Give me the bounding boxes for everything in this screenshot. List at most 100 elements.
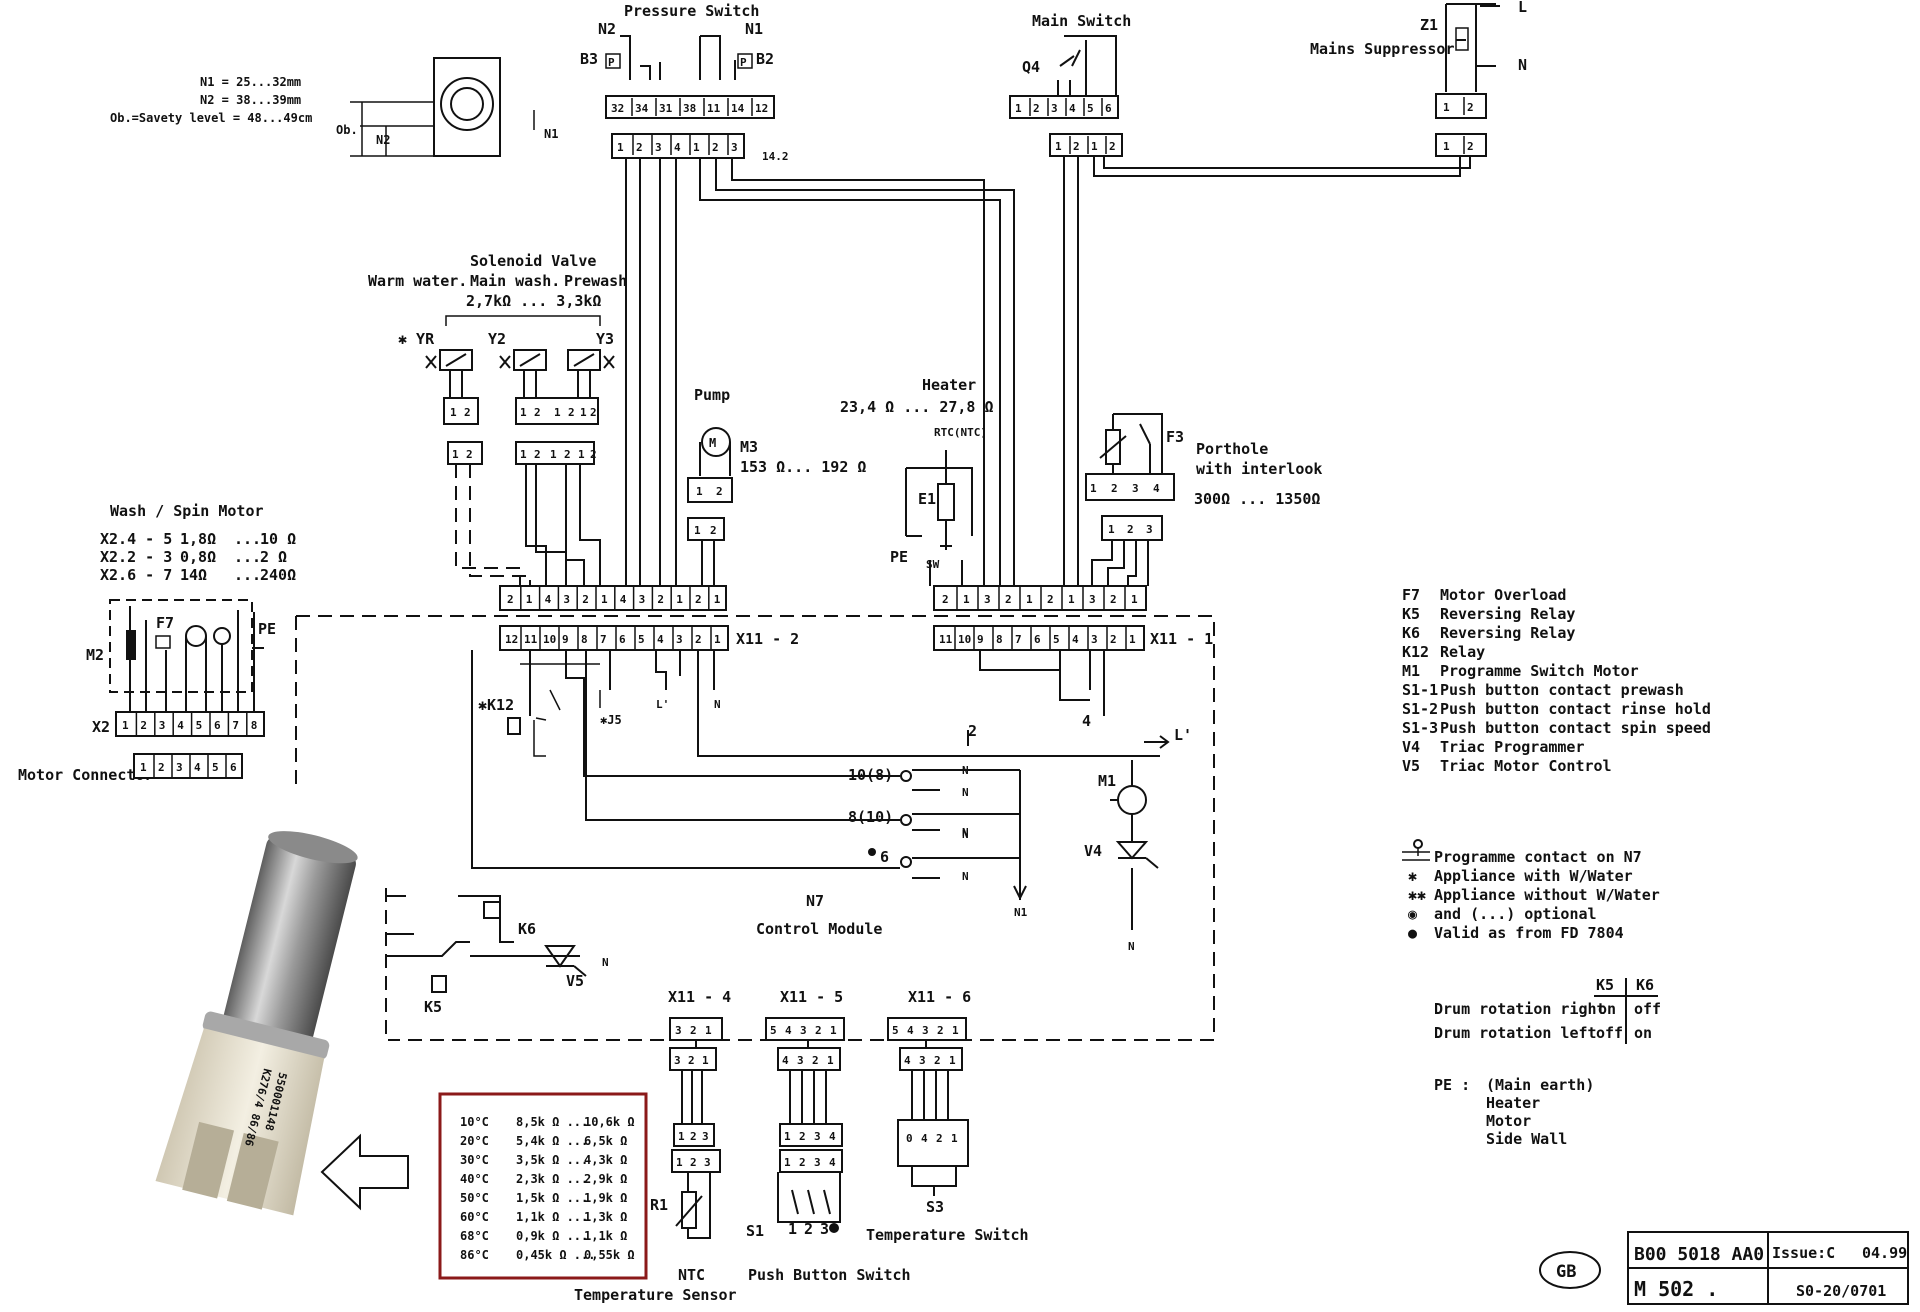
triac-v5-label: V5 [566, 972, 584, 990]
porthole-pin: 1 [1090, 482, 1097, 495]
connector-pin: 4 [1069, 102, 1076, 115]
motor-winding-pin: X2.2 - 3 [100, 548, 172, 566]
mains-suppressor-ref: Z1 [1420, 16, 1438, 34]
x11-6-lower-pin: 2 [934, 1054, 941, 1067]
legend-code: S1-3 [1402, 719, 1438, 737]
legend-code: V4 [1402, 738, 1420, 756]
x11-5-header [765, 1017, 845, 1041]
heater-pe-label: PE [890, 548, 908, 566]
ntc-max: 1,3k Ω [584, 1210, 627, 1224]
x11-4-pin: 2 [690, 1024, 697, 1037]
motor-connector-plug [133, 753, 243, 779]
x2-pin: 4 [177, 719, 184, 732]
pump-ref: M3 [740, 438, 758, 456]
x2-pin: 3 [159, 719, 166, 732]
legend-desc: Push button contact prewash [1440, 681, 1684, 699]
solenoid-plug-pin: 2 [534, 448, 541, 461]
porthole-title: Porthole [1196, 440, 1268, 458]
x11-2-plug-pin: 4 [620, 593, 627, 606]
porthole-pin: 4 [1153, 482, 1160, 495]
main-switch-plug [1049, 133, 1123, 157]
control-module-n7: N7 [806, 892, 824, 910]
pump-title: Pump [694, 386, 730, 404]
x11-1-pin: 8 [996, 633, 1003, 646]
control-module-internals: ✱K12 ✱J5 L' N 10(8) 8(10) 6 N N N N N 2 … [386, 650, 1192, 1016]
x11-2-pin: 9 [562, 633, 569, 646]
connector-pin: 31 [659, 102, 673, 115]
jumper-j5-label: ✱J5 [600, 713, 622, 727]
n-label-6: N [962, 826, 969, 839]
mains-l-label: L [1518, 0, 1527, 16]
push-s1-label: S1 [746, 1222, 764, 1240]
pe-note: PE : (Main earth) Heater Motor Side Wall [1434, 1076, 1594, 1148]
connector-pin: 2 [1467, 101, 1474, 114]
solenoid-valves: Solenoid Valve Warm water. Main wash. Pr… [368, 252, 627, 586]
motor-plug-pin: 6 [230, 761, 237, 774]
x11-5-lower-pin: 4 [782, 1054, 789, 1067]
motor-winding-pin: X2.4 - 5 [100, 530, 172, 548]
ntc-plug-pin: 3 [704, 1156, 711, 1169]
main-switch-title: Main Switch [1032, 12, 1131, 30]
note-symbol: ● [1408, 924, 1417, 942]
sensor-collar [202, 1011, 330, 1060]
legend-desc: Triac Programmer [1440, 738, 1585, 756]
x11-4-title: X11 - 4 [668, 988, 731, 1006]
temp-switch-pin: 1 [951, 1132, 958, 1145]
ntc-sensor-photo: 550001148 K276/4 86/86 [155, 831, 358, 1216]
ntc-min: 2,3k Ω ... [516, 1172, 588, 1186]
x11-6-title: X11 - 6 [908, 988, 971, 1006]
push-button-number: 1 [788, 1220, 797, 1238]
ntc-max: 1,9k Ω [584, 1191, 627, 1205]
control-module-border [295, 615, 1215, 1041]
x11-4-lower-pin: 2 [688, 1054, 695, 1067]
x11-4-lower-pin: 3 [674, 1054, 681, 1067]
wash-motor-x2-label: X2 [92, 718, 110, 736]
connector-pin: 2 [1109, 140, 1116, 153]
mains-n-label: N [1518, 56, 1527, 74]
mains-suppressor-title: Mains Suppressor [1310, 40, 1455, 58]
x11-2-plug-pin: 2 [582, 593, 589, 606]
n-label-3: N [962, 828, 969, 841]
main-switch-q4-label: Q4 [1022, 58, 1040, 76]
x11-2-pin: 3 [676, 633, 683, 646]
heater-element-icon [937, 483, 955, 521]
ntc-max: 10,6k Ω [584, 1115, 635, 1129]
motor-plug-pin: 3 [176, 761, 183, 774]
solenoid-plug-pin: 2 [466, 448, 473, 461]
ntc-min: 0,9k Ω ... [516, 1229, 588, 1243]
x11-4-pin: 3 [675, 1024, 682, 1037]
ntc-temp: 40°C [460, 1172, 489, 1186]
ntc-min: 5,4k Ω ... [516, 1134, 588, 1148]
ntc-temp: 30°C [460, 1153, 489, 1167]
ntc-temp: 10°C [460, 1115, 489, 1129]
x11-1-plug-pin: 1 [1026, 593, 1033, 606]
push-plug-pin: 2 [799, 1156, 806, 1169]
connector-pin: 1 [617, 141, 624, 154]
x11-2-label: X11 - 2 [736, 630, 799, 648]
symbol-notes: Programme contact on N7✱Appliance with W… [1408, 848, 1660, 942]
push-plug-pin: 4 [829, 1130, 836, 1143]
programme-motor-m1-icon [1117, 785, 1147, 815]
n-label-5: N [962, 764, 969, 777]
rotation-left-label: Drum rotation left [1434, 1024, 1597, 1042]
legend-desc: Relay [1440, 643, 1485, 661]
n-label-4: N [962, 870, 969, 883]
ntc-temp: 60°C [460, 1210, 489, 1224]
doc-date: 04.99 [1862, 1244, 1907, 1262]
relay-k5-label: K5 [424, 998, 442, 1016]
wash-motor-f7-label: F7 [156, 614, 174, 632]
pressure-switch-n1-label: N1 [745, 20, 763, 38]
pressure-switch-b2-label: B2 [756, 50, 774, 68]
x11-6-pin: 3 [922, 1024, 929, 1037]
